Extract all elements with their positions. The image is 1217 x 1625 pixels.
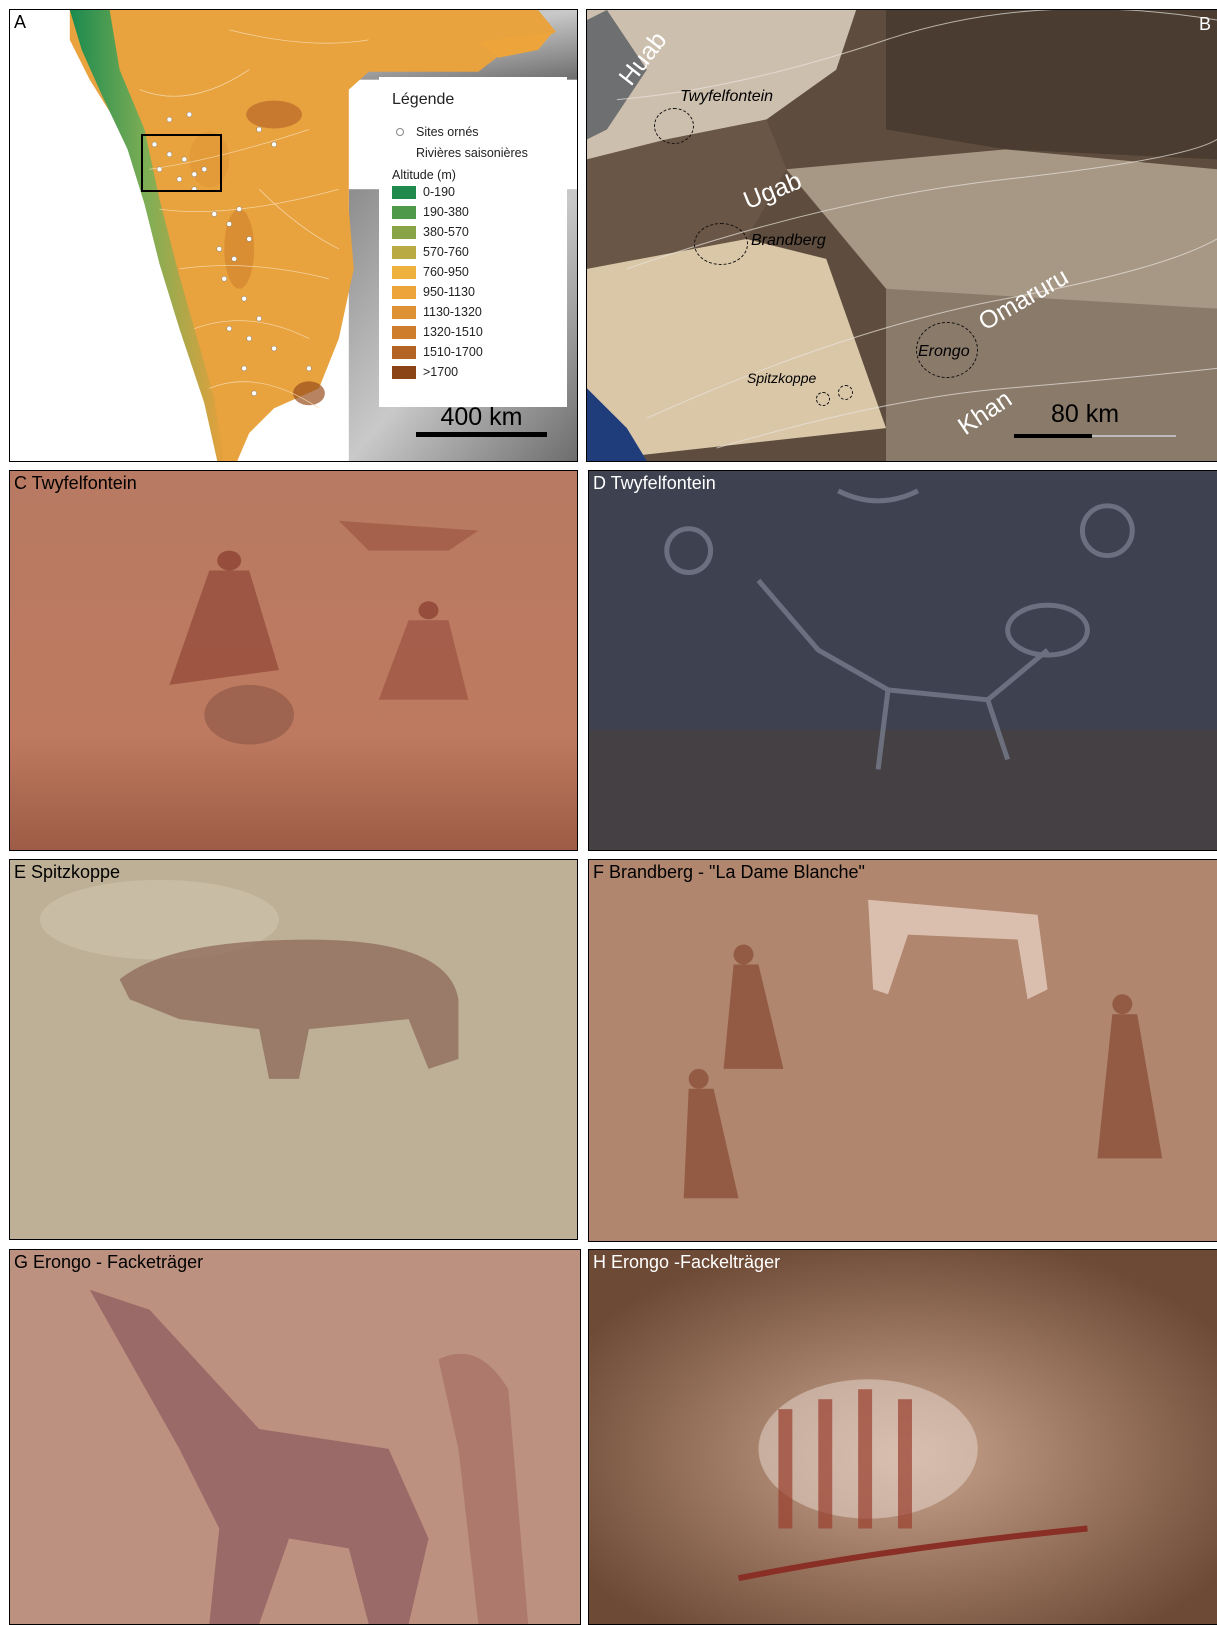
- scale-bar-b-label: 80 km: [1051, 400, 1120, 428]
- spitzkoppe-marker-icon: [816, 392, 830, 406]
- altitude-class-label: >1700: [423, 365, 459, 379]
- panel-b-label: B: [1198, 14, 1211, 34]
- legend-altitude-row: 760-950: [392, 265, 469, 279]
- legend-altitude-title: Altitude (m): [392, 168, 456, 182]
- legend-altitude-row: >1700: [392, 365, 458, 379]
- photo-h-erongo: H Erongo -Fackelträger: [588, 1249, 1217, 1625]
- altitude-class-label: 0-190: [423, 185, 455, 199]
- panel-a-label: A: [14, 12, 27, 32]
- rock-painting-photo-e: [10, 860, 577, 1239]
- altitude-swatch-icon: [392, 345, 416, 359]
- altitude-swatch-icon: [392, 245, 416, 259]
- photo-f-caption: F Brandberg - "La Dame Blanche": [593, 862, 865, 882]
- altitude-class-label: 190-380: [423, 205, 469, 219]
- legend-altitude-row: 1510-1700: [392, 345, 483, 359]
- study-area-extent-box: [141, 134, 222, 192]
- legend-rivers: Rivières saisonières: [392, 146, 528, 160]
- spitzkoppe-marker-2-icon: [838, 385, 853, 400]
- rock-painting-photo-f: [589, 860, 1217, 1241]
- legend-altitude-row: 1320-1510: [392, 325, 483, 339]
- scale-bar-b-line: [1014, 434, 1092, 438]
- altitude-class-label: 1130-1320: [423, 305, 482, 319]
- altitude-swatch-icon: [392, 305, 416, 319]
- legend-rivers-label: Rivières saisonières: [416, 146, 528, 160]
- site-dot-icon: [396, 128, 404, 136]
- photo-c-caption: C Twyfelfontein: [14, 473, 137, 493]
- site-twyfelfontein: Twyfelfontein: [680, 88, 774, 105]
- site-brandberg: Brandberg: [751, 232, 826, 249]
- scale-bar-a: 400 km: [416, 403, 547, 437]
- photo-c-twyfelfontein: C Twyfelfontein: [9, 470, 578, 851]
- altitude-swatch-icon: [392, 225, 416, 239]
- map-legend: Légende Sites ornés Rivières saisonières…: [379, 77, 567, 407]
- altitude-class-label: 1510-1700: [423, 345, 483, 359]
- scale-bar-a-label: 400 km: [440, 403, 523, 431]
- altitude-swatch-icon: [392, 325, 416, 339]
- photo-d-caption: D Twyfelfontein: [593, 473, 716, 493]
- photo-h-caption: H Erongo -Fackelträger: [593, 1252, 781, 1272]
- photo-e-spitzkoppe: E Spitzkoppe: [9, 859, 578, 1240]
- erongo-marker-icon: [916, 322, 978, 378]
- photo-e-caption: E Spitzkoppe: [14, 862, 121, 882]
- site-spitzkoppe: Spitzkoppe: [747, 370, 817, 386]
- legend-sites-label: Sites ornés: [416, 125, 479, 139]
- photo-f-brandberg: F Brandberg - "La Dame Blanche": [588, 859, 1217, 1242]
- altitude-swatch-icon: [392, 265, 416, 279]
- satellite-map-graphic: [587, 10, 1217, 461]
- altitude-swatch-icon: [392, 205, 416, 219]
- rock-painting-photo-g: [10, 1250, 580, 1624]
- legend-altitude-row: 380-570: [392, 225, 469, 239]
- altitude-swatch-icon: [392, 365, 416, 379]
- scale-bar-a-line: [416, 432, 547, 437]
- photo-d-twyfelfontein: D Twyfelfontein: [588, 470, 1217, 851]
- legend-altitude-row: 570-760: [392, 245, 469, 259]
- panel-a-elevation-map: A Légende Sites ornés Rivières saisonièr…: [9, 9, 578, 462]
- altitude-class-label: 760-950: [423, 265, 469, 279]
- legend-altitude-row: 190-380: [392, 205, 469, 219]
- altitude-swatch-icon: [392, 185, 416, 199]
- photo-g-caption: G Erongo - Facketräger: [14, 1252, 204, 1272]
- rock-painting-photo-c: [10, 471, 577, 850]
- photo-g-erongo: G Erongo - Facketräger: [9, 1249, 581, 1625]
- altitude-swatch-icon: [392, 285, 416, 299]
- legend-altitude-row: 0-190: [392, 185, 455, 199]
- legend-altitude-row: 950-1130: [392, 285, 475, 299]
- legend-altitude-row: 1130-1320: [392, 305, 482, 319]
- brandberg-marker-icon: [694, 223, 748, 265]
- legend-sites: Sites ornés: [392, 125, 479, 139]
- rock-engraving-photo-d: [589, 471, 1217, 850]
- rock-painting-photo-h: [589, 1250, 1217, 1624]
- altitude-class-label: 380-570: [423, 225, 469, 239]
- twyfelfontein-marker-icon: [654, 108, 694, 144]
- altitude-class-label: 570-760: [423, 245, 469, 259]
- site-erongo: Erongo: [918, 343, 970, 360]
- altitude-class-label: 950-1130: [423, 285, 475, 299]
- legend-title: Légende: [392, 91, 455, 108]
- altitude-class-label: 1320-1510: [423, 325, 483, 339]
- panel-b-satellite-map: B Huab Ugab Omaruru Khan Twyfelfontein B…: [586, 9, 1217, 462]
